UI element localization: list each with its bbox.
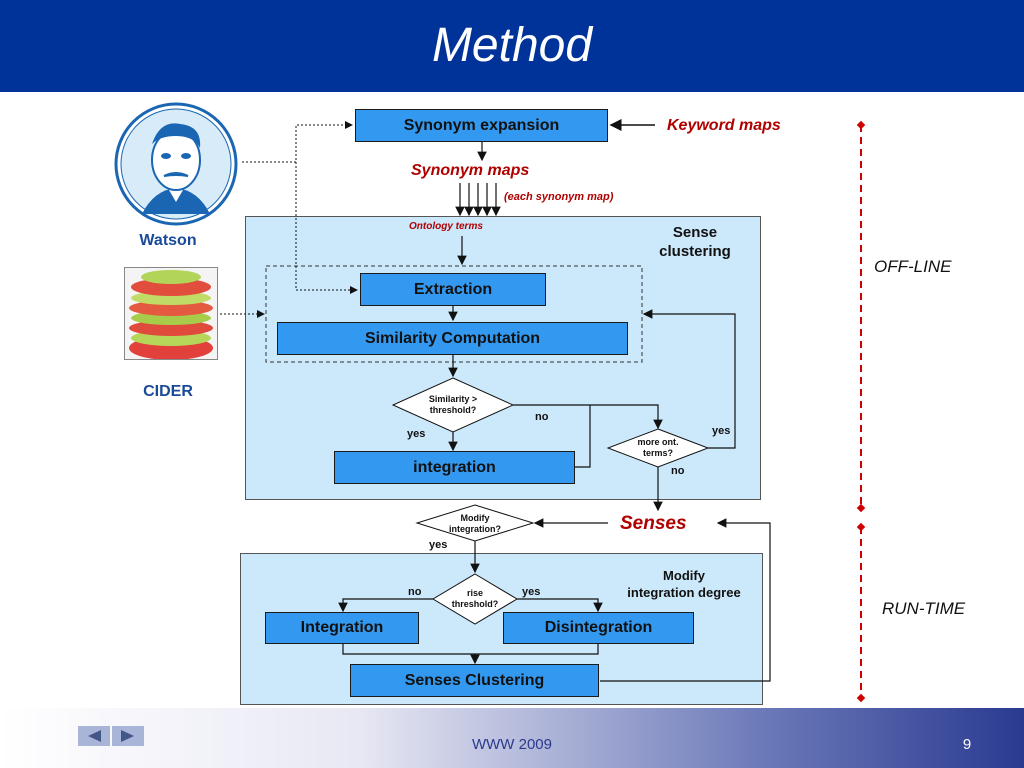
- each-synonym-map-label: (each synonym map): [504, 191, 614, 203]
- page-number: 9: [962, 736, 972, 753]
- triangle-right-icon: [121, 730, 134, 742]
- off-line-label: OFF-LINE: [874, 257, 952, 276]
- cider-apple-image: [124, 267, 218, 360]
- disintegration-box: Disintegration: [503, 612, 694, 644]
- modify-integration-decision: Modify integration?: [435, 513, 515, 535]
- footer-conference-label: WWW 2009: [471, 736, 552, 753]
- yes-label-4: yes: [522, 586, 541, 598]
- no-label-3: no: [408, 586, 422, 598]
- modify-q-line-2: integration?: [449, 524, 501, 534]
- triangle-left-icon: [88, 730, 101, 742]
- cider-label: CIDER: [143, 383, 193, 400]
- senses-label: Senses: [620, 513, 687, 534]
- integration-box: integration: [334, 451, 575, 484]
- more-ont-line-1: more ont.: [637, 437, 679, 447]
- next-slide-button[interactable]: [112, 726, 144, 746]
- watson-avatar: [114, 102, 238, 226]
- rise-threshold-decision: rise threshold?: [440, 588, 510, 610]
- synonym-maps-label: Synonym maps: [411, 162, 530, 179]
- no-label-1: no: [535, 411, 549, 423]
- yes-label-3: yes: [429, 539, 448, 551]
- similarity-computation-box: Similarity Computation: [277, 322, 628, 355]
- rise-line-2: threshold?: [451, 599, 499, 609]
- similarity-threshold-decision: Similarity > threshold?: [413, 394, 493, 416]
- watson-label: Watson: [139, 232, 197, 249]
- modify-degree-line-2: integration degree: [627, 585, 741, 600]
- slide-header: Method: [0, 0, 1024, 92]
- similarity-threshold-line-2: threshold?: [429, 405, 477, 415]
- yes-label-1: yes: [407, 428, 426, 440]
- keyword-maps-label: Keyword maps: [667, 117, 781, 134]
- sense-clustering-label: Sense clustering: [640, 223, 750, 261]
- rise-line-1: rise: [466, 588, 483, 598]
- sense-clustering-line-2: clustering: [659, 243, 731, 260]
- modify-integration-degree-label: Modify integration degree: [606, 567, 762, 601]
- integration-runtime-box: Integration: [265, 612, 419, 644]
- sense-clustering-line-1: Sense: [672, 224, 718, 241]
- extraction-box: Extraction: [360, 273, 546, 306]
- no-label-2: no: [671, 465, 685, 477]
- run-time-label: RUN-TIME: [882, 599, 966, 618]
- synonym-expansion-box: Synonym expansion: [355, 109, 608, 142]
- modify-q-line-1: Modify: [460, 513, 490, 523]
- slide-title: Method: [431, 19, 593, 72]
- similarity-threshold-line-1: Similarity >: [428, 394, 478, 404]
- slide-footer: [0, 708, 1024, 768]
- more-ont-terms-decision: more ont. terms?: [622, 437, 694, 459]
- yes-label-2: yes: [712, 425, 731, 437]
- ontology-terms-label: Ontology terms: [409, 221, 483, 232]
- prev-slide-button[interactable]: [78, 726, 110, 746]
- senses-clustering-box: Senses Clustering: [350, 664, 599, 697]
- more-ont-line-2: terms?: [642, 448, 673, 458]
- modify-degree-line-1: Modify: [663, 568, 705, 583]
